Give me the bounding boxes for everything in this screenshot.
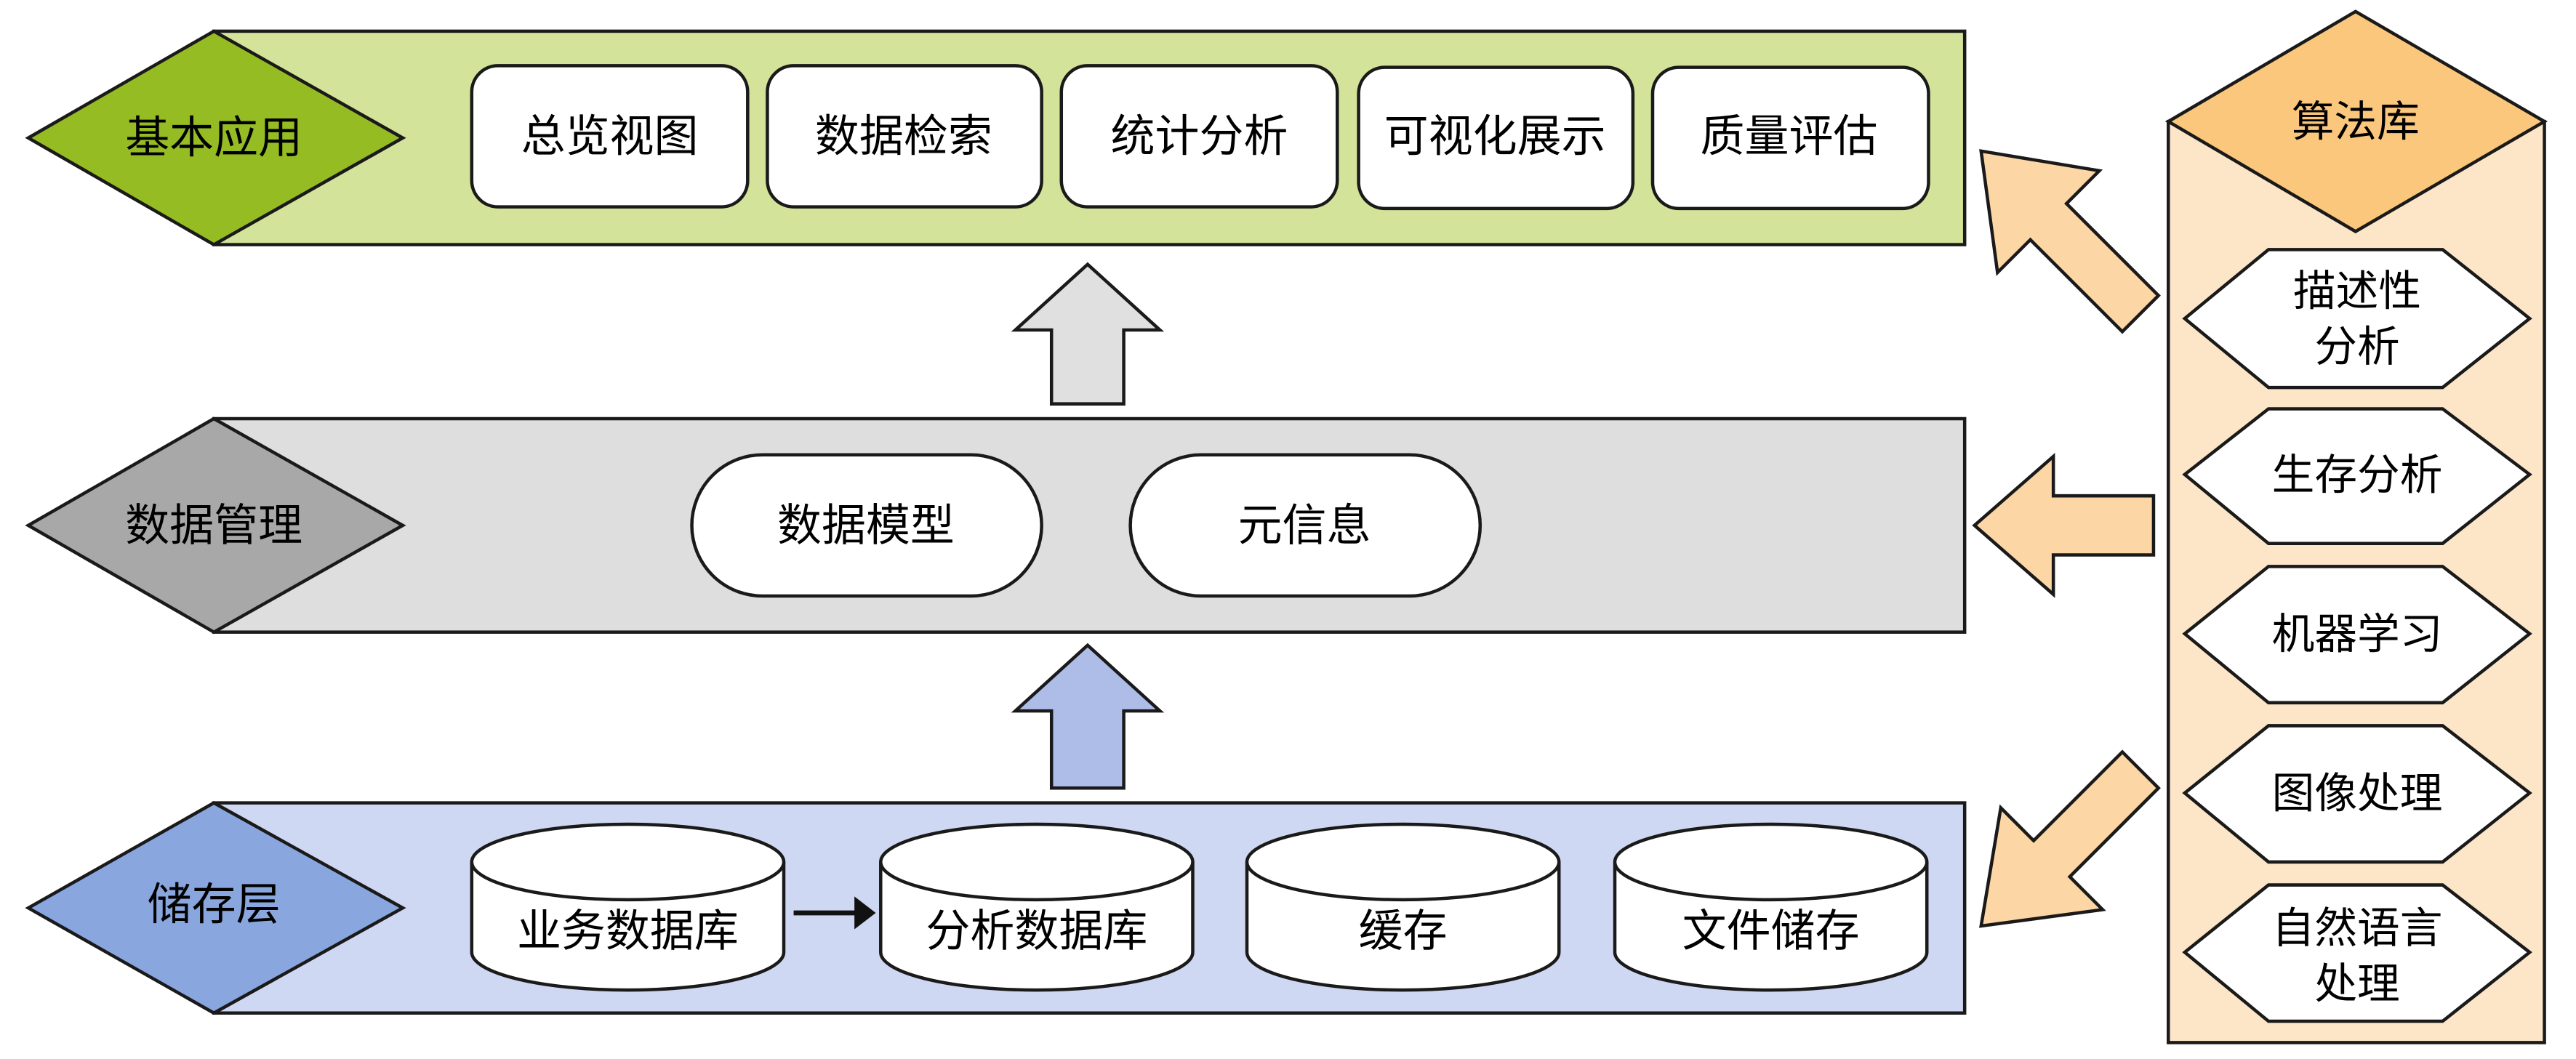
app-item-visualization[interactable]: 可视化展示 <box>1357 65 1635 211</box>
app-item-label: 可视化展示 <box>1384 110 1606 162</box>
mgmt-item-metadata[interactable]: 元信息 <box>1128 453 1482 598</box>
algo-item-machine-learning[interactable]: 机器学习 <box>2182 565 2532 705</box>
app-item-overview[interactable]: 总览视图 <box>470 64 750 209</box>
storage-item-cache[interactable]: 缓存 <box>1245 822 1561 992</box>
algo-item-image-processing[interactable]: 图像处理 <box>2182 724 2532 864</box>
application-title: 基本应用 <box>125 112 302 164</box>
storage-item-analysis-db[interactable]: 分析数据库 <box>879 822 1195 992</box>
algo-item-label: 处理 <box>2314 959 2399 1009</box>
flow-arrow-icon <box>793 896 876 930</box>
app-item-statistics[interactable]: 统计分析 <box>1059 64 1339 209</box>
algorithm-library: 算法库 描述性 分析 生存分析 机器学习 图像处理 自然语言 处理 <box>2164 9 2548 1044</box>
application-layer: 基本应用 总览视图 数据检索 统计分析 可视化展示 质量评估 <box>25 29 1967 247</box>
app-item-label: 统计分析 <box>1111 110 1288 162</box>
storage-item-label: 缓存 <box>1359 905 1448 957</box>
app-item-label: 总览视图 <box>521 110 699 162</box>
management-band <box>212 416 1967 634</box>
algo-item-label: 图像处理 <box>2272 768 2443 818</box>
app-item-label: 数据检索 <box>815 110 992 162</box>
diagonal-down-left-arrow-icon <box>1979 749 2161 928</box>
mgmt-item-label: 数据模型 <box>777 499 955 551</box>
app-item-quality[interactable]: 质量评估 <box>1650 65 1930 211</box>
algo-item-label: 分析 <box>2314 321 2399 371</box>
storage-item-file-storage[interactable]: 文件储存 <box>1613 822 1929 992</box>
up-arrow-icon <box>1011 643 1165 790</box>
algorithm-header-diamond <box>2164 9 2548 234</box>
application-diamond <box>25 29 406 247</box>
algo-item-label: 描述性 <box>2293 265 2421 315</box>
left-arrow-icon <box>1972 453 2156 598</box>
diagonal-up-left-arrow-icon <box>1979 149 2161 334</box>
storage-item-label: 文件储存 <box>1682 905 1860 957</box>
algo-item-label: 生存分析 <box>2272 449 2443 499</box>
storage-item-label: 业务数据库 <box>517 905 739 957</box>
app-item-search[interactable]: 数据检索 <box>766 64 1043 209</box>
algo-item-descriptive-analysis[interactable]: 描述性 分析 <box>2182 248 2532 390</box>
algo-item-nlp[interactable]: 自然语言 处理 <box>2182 883 2532 1023</box>
storage-item-business-db[interactable]: 业务数据库 <box>470 822 786 992</box>
management-layer: 数据管理 数据模型 元信息 <box>25 416 1967 635</box>
up-arrow-icon <box>1011 262 1165 406</box>
algo-item-label: 自然语言 <box>2272 903 2443 953</box>
storage-layer: 储存层 业务数据库 分析数据库 缓存 文件储存 <box>25 801 1967 1015</box>
storage-item-label: 分析数据库 <box>926 905 1147 957</box>
mgmt-item-data-model[interactable]: 数据模型 <box>690 453 1043 598</box>
storage-title: 储存层 <box>148 879 281 930</box>
app-item-label: 质量评估 <box>1701 110 1878 162</box>
algorithm-title: 算法库 <box>2292 97 2420 147</box>
algo-item-survival-analysis[interactable]: 生存分析 <box>2182 407 2532 545</box>
algo-item-label: 机器学习 <box>2272 608 2443 659</box>
management-diamond <box>25 416 406 635</box>
mgmt-item-label: 元信息 <box>1238 499 1371 551</box>
storage-diamond <box>25 801 406 1015</box>
management-title: 数据管理 <box>125 499 302 551</box>
